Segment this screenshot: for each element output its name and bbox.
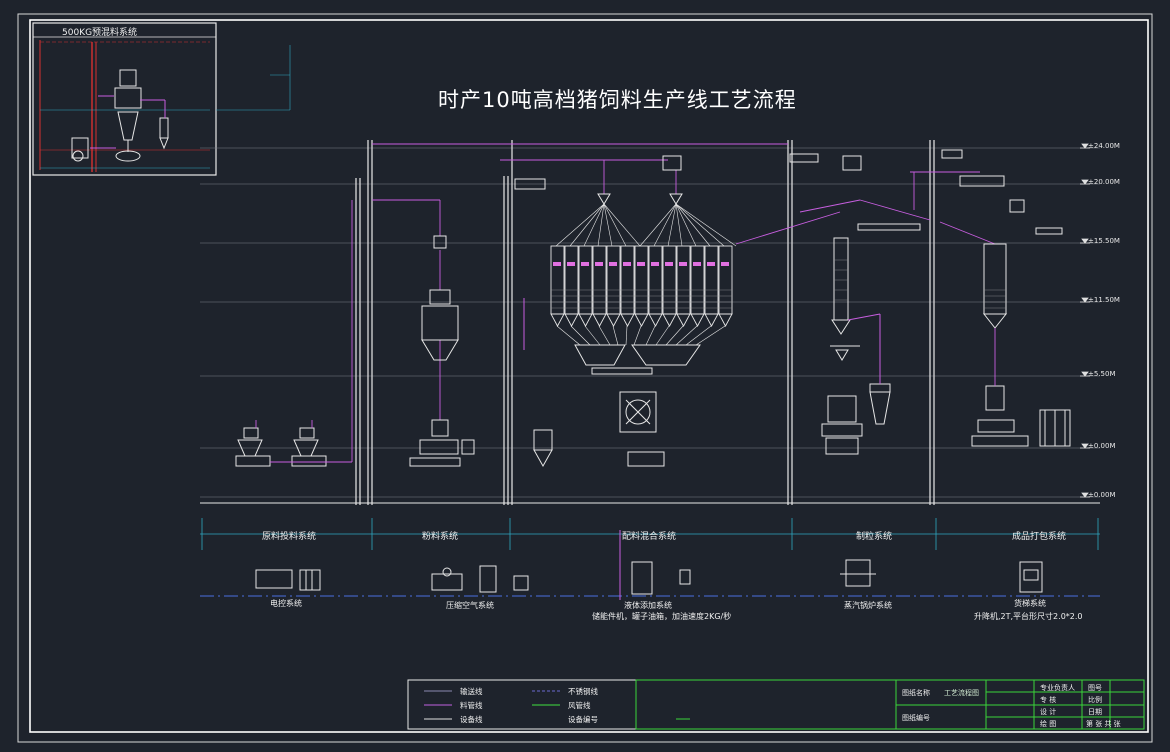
utility-air-label: 压缩空气系统 (446, 601, 494, 610)
utility-lift-label: 货梯系统 (1014, 599, 1046, 608)
packing-section (959, 175, 1071, 447)
tb-right-label: 比例 (1088, 696, 1102, 704)
section-label-powder: 粉料系统 (422, 532, 459, 542)
inset-premix-system (32, 22, 291, 176)
pellet-section (821, 237, 891, 455)
tb-right-label: 日期 (1088, 708, 1102, 716)
level-label: ±0.00M (1088, 491, 1116, 499)
level-label: ±11.50M (1088, 296, 1120, 304)
inset-title: 500KG预混料系统 (62, 28, 138, 38)
top-conveyors (372, 143, 996, 420)
tb-role: 设 计 (1040, 708, 1057, 716)
section-label-pelleting: 制粒系统 (856, 532, 893, 542)
inner-frame (29, 19, 1149, 733)
tb-drawing-name: 工艺流程图 (944, 689, 979, 697)
tb-drawing-name-label: 图纸名称 (902, 689, 930, 697)
distributors (433, 155, 862, 249)
intake-pipes (255, 200, 353, 463)
small-hopper (523, 298, 553, 468)
level-label: ±24.00M (1088, 142, 1120, 150)
tb-role: 绘 图 (1040, 720, 1057, 728)
section-label-batching: 配料混合系统 (622, 532, 677, 542)
legend-item-airduct: 风管线 (568, 701, 591, 710)
level-ticks (1080, 143, 1090, 498)
mixer (619, 391, 665, 467)
legend-item-pipe: 料管线 (460, 701, 483, 710)
section-dimension (200, 518, 1100, 550)
utility-liquid-note: 储能件机，罐子油箱，加油速度2KG/秒 (592, 612, 732, 621)
level-label: ±5.50M (1088, 370, 1116, 378)
pellet-hatch (834, 259, 848, 301)
intake-pits (235, 427, 327, 467)
level-label: ±0.00M (1088, 442, 1116, 450)
bin-tags (553, 262, 729, 266)
section-label-packing: 成品打包系统 (1012, 532, 1067, 542)
tb-role: 专业负责人 (1040, 684, 1075, 692)
tb-right-label: 图号 (1088, 684, 1102, 692)
utility-lift-note: 升降机,2T,平台形尺寸2.0*2.0 (974, 612, 1083, 621)
utility-steam-label: 蒸汽锅炉系统 (844, 601, 892, 610)
utility-liquid-label: 液体添加系统 (624, 601, 672, 610)
outer-frame (17, 13, 1153, 743)
page-title: 时产10吨高档猪饲料生产线工艺流程 (438, 88, 797, 112)
legend-item-tag: 设备编号 (568, 715, 598, 724)
tb-role: 专 核 (1040, 696, 1057, 704)
level-label: ±20.00M (1088, 178, 1120, 186)
packing-hatch (984, 289, 1006, 309)
title-block (635, 679, 1145, 730)
bin-fill-hatch (551, 289, 732, 309)
legend-item-equipment: 设备线 (460, 715, 483, 724)
section-label-intake: 原料投料系统 (262, 532, 317, 542)
level-lines (200, 147, 1100, 498)
distribution-spouts (555, 203, 737, 247)
legend-item-stainless: 不锈钢线 (568, 687, 598, 696)
utility-equipment (255, 530, 1043, 600)
legend-box (407, 679, 637, 730)
feeders (556, 325, 726, 346)
packing-pipes (913, 172, 996, 386)
tb-right-label: 第 张 共 张 (1086, 720, 1121, 728)
utility-electric-label: 电控系统 (270, 599, 302, 608)
legend-item-conveyor: 输送线 (460, 687, 483, 696)
batching-bins (550, 245, 733, 327)
tb-drawing-no-label: 图纸编号 (902, 714, 930, 722)
building-columns (355, 140, 935, 505)
level-label: ±15.50M (1088, 237, 1120, 245)
grinder-system (409, 289, 475, 467)
batching-scales (574, 344, 701, 375)
